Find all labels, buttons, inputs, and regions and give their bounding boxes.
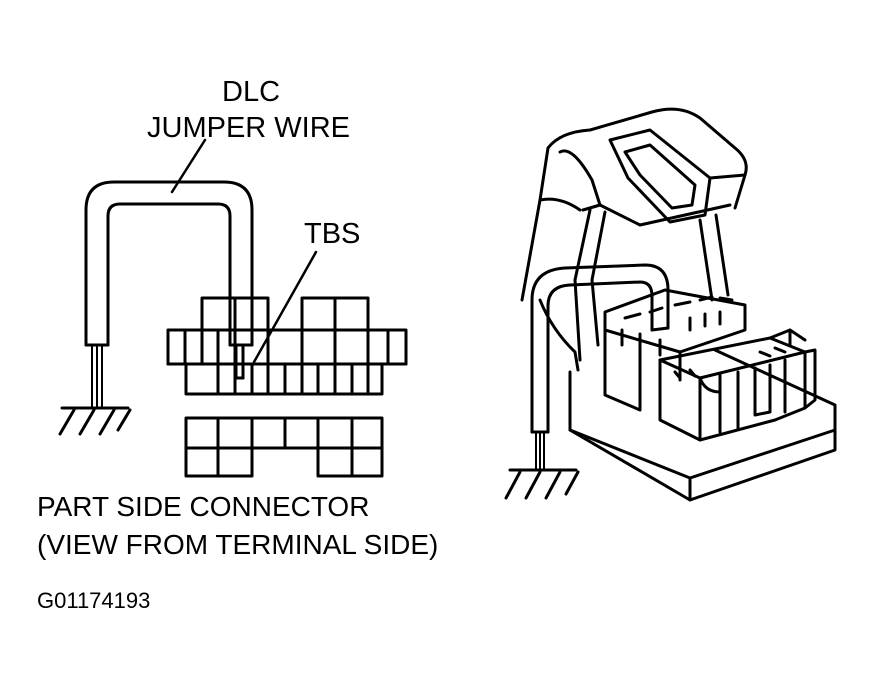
figure-id: G01174193 (37, 588, 151, 613)
jumper-wire-label: JUMPER WIRE (147, 112, 350, 144)
jumper-wire (84, 180, 254, 347)
tbs-terminal (234, 343, 245, 380)
caption-line-1: PART SIDE CONNECTOR (37, 491, 370, 522)
jumper-probe-right (535, 431, 545, 471)
jumper-probe-left (91, 344, 103, 409)
caption-line-2: (VIEW FROM TERMINAL SIDE) (37, 529, 439, 560)
tbs-leader (252, 250, 318, 364)
ground-symbol-icon (504, 468, 580, 500)
connector-upper (166, 296, 408, 396)
ground-symbol-icon (58, 406, 132, 436)
jumper-leader (170, 138, 207, 194)
dlc-label: DLC (222, 76, 281, 108)
connector-perspective (520, 107, 837, 502)
connector-lower (184, 416, 384, 478)
jumper-wire-perspective (530, 263, 670, 434)
tbs-label: TBS (304, 218, 361, 250)
